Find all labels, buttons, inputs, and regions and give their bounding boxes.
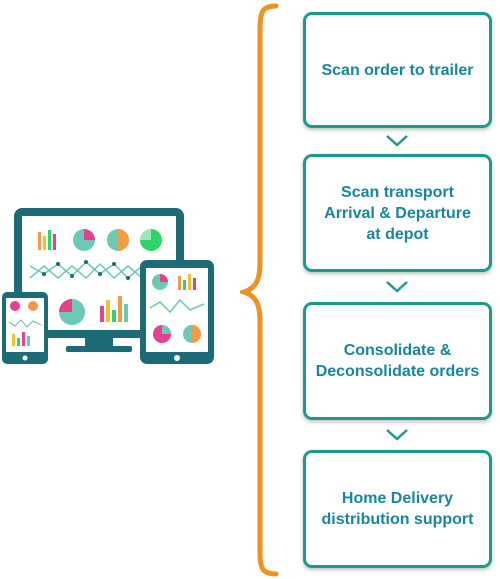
tablet-icon <box>140 260 214 364</box>
step-box-home-delivery: Home Delivery distribution support <box>303 450 492 568</box>
step-label: Home Delivery distribution support <box>321 490 474 528</box>
step-box-scan-order: Scan order to trailer <box>303 12 492 128</box>
phone-icon <box>2 292 48 364</box>
chevron-down-icon <box>386 281 408 293</box>
devices-dashboard-icon <box>2 208 214 364</box>
step-label: Consolidate & Deconsolidate orders <box>315 342 480 380</box>
step-box-consolidate: Consolidate & Deconsolidate orders <box>303 302 492 420</box>
step-label: Scan transport Arrival & Departure at de… <box>324 183 471 243</box>
step-box-scan-transport: Scan transport Arrival & Departure at de… <box>303 154 492 272</box>
curly-brace-icon <box>240 3 279 577</box>
chevron-down-icon <box>386 429 408 441</box>
step-label: Scan order to trailer <box>321 61 474 79</box>
chevron-down-icon <box>386 135 408 147</box>
